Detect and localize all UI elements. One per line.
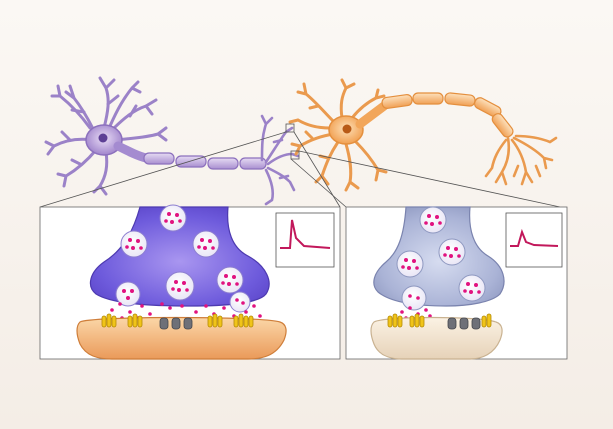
right-axon-hillock: [355, 101, 389, 129]
zoom-marker-left: [285, 123, 295, 133]
vesicle-fusing: [229, 291, 251, 313]
ion-channels-left: [159, 317, 193, 330]
receptor-cluster: [127, 313, 143, 328]
synapse-panel-left: [39, 204, 341, 360]
vesicle-fusing: [401, 285, 427, 311]
left-axon-hillock: [113, 141, 151, 163]
receptor-cluster: [233, 313, 254, 328]
left-axon-terminals: [260, 114, 300, 206]
vesicle: [120, 230, 148, 258]
response-trace-left: [275, 212, 335, 268]
vesicle: [216, 266, 244, 294]
zoom-marker-right: [290, 150, 300, 160]
left-axon: [143, 152, 267, 170]
receptors-right: [387, 313, 492, 328]
synapse-panel-right: [345, 206, 568, 360]
receptor-cluster: [101, 313, 117, 328]
receptor-cluster: [409, 313, 425, 328]
right-axon-terminals: [484, 134, 558, 186]
receptors-left: [101, 313, 254, 328]
right-nucleus: [342, 124, 352, 134]
vesicles-left: [115, 204, 251, 313]
vesicles-right: [396, 206, 486, 311]
receptor-cluster: [207, 313, 223, 328]
response-trace-right: [505, 212, 563, 268]
vesicle: [192, 230, 220, 258]
left-nucleus: [98, 133, 108, 143]
ion-channels-right: [447, 317, 481, 330]
postsynaptic-neuron: [288, 78, 558, 192]
vesicle: [115, 281, 141, 307]
vesicle: [438, 238, 466, 266]
receptor-cluster: [481, 313, 492, 328]
left-dendrites: [44, 76, 168, 196]
zoom-callouts: [39, 123, 561, 208]
receptor-cluster: [387, 313, 403, 328]
presynaptic-neuron: [44, 76, 300, 206]
vesicle: [458, 274, 486, 302]
vesicle: [419, 206, 447, 234]
right-dendrites: [288, 78, 388, 192]
vesicle: [396, 250, 424, 278]
postsynaptic-membrane-left: [76, 316, 287, 360]
vesicle: [159, 204, 187, 232]
vesicle: [165, 271, 195, 301]
neurotransmitter-cleft-left: [110, 302, 262, 320]
right-axon: [381, 92, 514, 138]
